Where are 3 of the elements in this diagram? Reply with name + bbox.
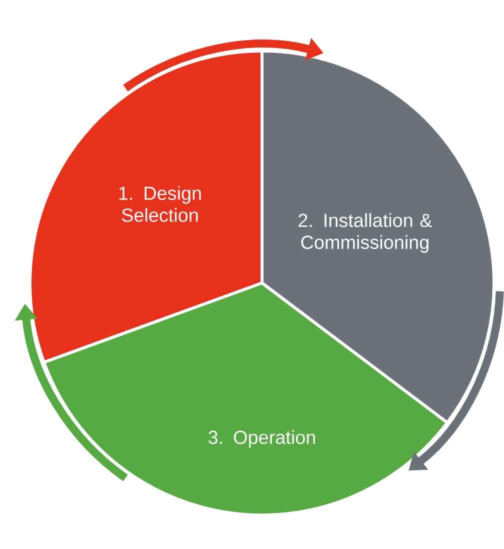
cycle-segment: 2. Installation & Commissioning: [260, 50, 496, 424]
cycle-segment: 3. Operation: [42, 282, 449, 516]
cycle-segment: 1. Design Selection: [28, 50, 264, 364]
